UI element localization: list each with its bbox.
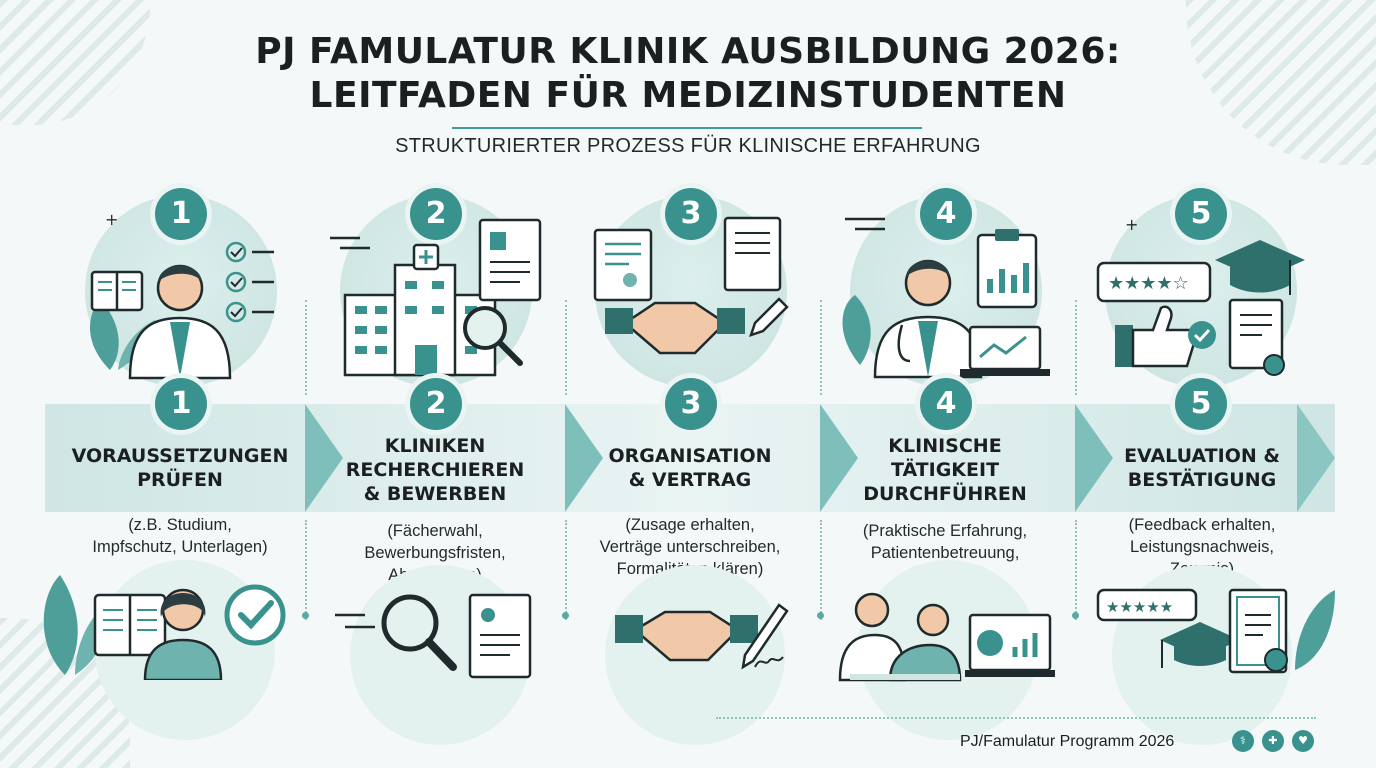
arrow-chevron	[565, 404, 603, 512]
graduation-cap-icon	[1215, 240, 1305, 295]
arrow-chevron	[305, 404, 343, 512]
page-title: PJ FAMULATUR KLINIK AUSBILDUNG 2026: LEI…	[0, 30, 1376, 118]
step-1-illustration: +	[90, 210, 274, 380]
footer-text: PJ/Famulatur Programm 2026	[960, 733, 1175, 750]
clipboard-chart-icon	[976, 229, 1038, 309]
svg-text:★★★★☆: ★★★★☆	[1108, 273, 1189, 294]
separator	[1075, 300, 1077, 395]
checkmark-icon	[1188, 321, 1216, 349]
step-4-bottom-illustration	[838, 592, 1055, 682]
star-rating-icon: ★★★★☆	[1096, 261, 1212, 303]
svg-text:★★★★★: ★★★★★	[1106, 598, 1173, 616]
caduceus-icon: ⚕	[1232, 730, 1254, 752]
page-subtitle: STRUKTURIERTER PROZESS FÜR KLINISCHE ERF…	[395, 135, 981, 157]
checkmark-icon	[224, 584, 286, 646]
step-5-bottom-illustration: ★★★★★	[1096, 588, 1335, 674]
title-divider	[452, 127, 922, 129]
separator	[305, 520, 307, 620]
medical-icon: ✚	[1262, 730, 1284, 752]
doctor-patient-icon	[838, 592, 962, 682]
graduation-cap-icon	[1160, 622, 1240, 668]
step-3-bottom-illustration	[615, 603, 789, 670]
title-line-1: PJ FAMULATUR KLINIK AUSBILDUNG 2026:	[255, 31, 1121, 72]
resume-icon	[468, 593, 532, 679]
certificate-icon	[1228, 588, 1288, 674]
laptop-chart-icon	[960, 325, 1050, 376]
separator-dot	[817, 612, 824, 619]
step-4-title: KLINISCHE TÄTIGKEIT DURCHFÜHREN	[863, 435, 1027, 505]
step-2-bottom-illustration	[335, 593, 532, 679]
svg-text:+: +	[1125, 215, 1138, 234]
doctor-icon	[128, 264, 232, 380]
step-4-illustration	[842, 217, 1050, 379]
signature-icon	[754, 656, 784, 668]
magnifier-icon	[463, 306, 523, 366]
title-line-2: LEITFADEN FÜR MEDIZINSTUDENTEN	[309, 75, 1067, 116]
step-5-title: EVALUATION & BESTÄTIGUNG	[1124, 445, 1280, 491]
step-4-badge-top: 4	[920, 188, 972, 240]
separator	[820, 300, 822, 395]
step-1-badge-top: 1	[155, 188, 207, 240]
leaf-icon	[1295, 590, 1335, 670]
step-1-title: VORAUSSETZUNGEN PRÜFEN	[71, 445, 289, 491]
separator	[820, 520, 822, 620]
step-3-badge: 3	[665, 378, 717, 430]
certificate-icon	[1228, 298, 1285, 376]
book-icon	[93, 593, 167, 657]
book-icon	[90, 270, 144, 312]
separator	[305, 300, 307, 395]
magnifier-icon	[381, 594, 457, 671]
step-1-bottom-illustration	[43, 575, 286, 680]
step-2-illustration	[330, 218, 542, 377]
handshake-icon	[615, 610, 758, 662]
step-4-badge: 4	[920, 378, 972, 430]
checklist-icon	[225, 241, 274, 323]
step-3-title: ORGANISATION & VERTRAG	[608, 445, 772, 491]
documents-icon	[593, 216, 782, 302]
step-5-badge-top: 5	[1175, 188, 1227, 240]
step-2-title: KLINIKEN RECHERCHIEREN & BEWERBEN	[345, 435, 525, 505]
thumbs-up-icon	[1115, 305, 1197, 368]
step-3-illustration	[593, 216, 789, 355]
pen-icon	[741, 603, 789, 670]
separator	[1075, 520, 1077, 620]
step-2-badge-top: 2	[410, 188, 462, 240]
separator-dot	[302, 612, 309, 619]
leaf-icon	[842, 295, 871, 365]
student-icon	[143, 588, 223, 680]
footer-divider	[716, 717, 1316, 719]
doctor-stethoscope-icon	[873, 259, 983, 379]
step-2-badge: 2	[410, 378, 462, 430]
resume-icon	[478, 218, 542, 302]
heart-pulse-icon: ♥	[1292, 730, 1314, 752]
separator-dot	[562, 612, 569, 619]
star-rating-icon: ★★★★★	[1096, 588, 1198, 622]
step-5-illustration: ★★★★☆ +	[1096, 215, 1305, 376]
step-1-badge: 1	[155, 378, 207, 430]
handshake-icon	[605, 301, 745, 355]
separator-dot	[1072, 612, 1079, 619]
separator	[565, 520, 567, 620]
svg-text:+: +	[105, 210, 118, 229]
arrow-chevron	[1075, 404, 1113, 512]
step-1-description: (z.B. Studium, Impfschutz, Unterlagen)	[92, 516, 268, 556]
arrow-chevron	[820, 404, 858, 512]
arrow-chevron-end	[1297, 404, 1335, 512]
step-5-badge: 5	[1175, 378, 1227, 430]
monitor-chart-icon	[965, 613, 1055, 677]
step-3-badge-top: 3	[665, 188, 717, 240]
separator	[565, 300, 567, 395]
pen-icon	[749, 297, 789, 337]
